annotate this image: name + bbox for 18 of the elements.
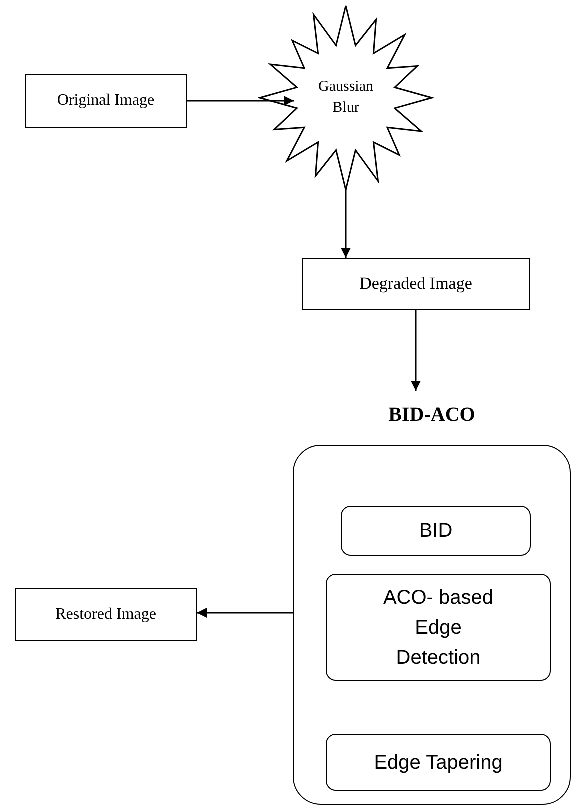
arrow: [341, 188, 351, 258]
process-box: [15, 588, 197, 641]
process-box: [302, 258, 530, 310]
node-label: BID: [418, 519, 454, 544]
node-label: Original Image: [56, 91, 156, 111]
group-heading: BID-ACO: [388, 403, 476, 428]
node-label: ACO- based Edge Detection: [382, 586, 495, 670]
arrow: [411, 310, 421, 391]
arrow: [187, 96, 294, 106]
process-box: [341, 506, 531, 556]
node-label: Degraded Image: [358, 273, 474, 296]
process-box: [326, 574, 551, 681]
node-label: Edge Tapering: [373, 750, 504, 776]
arrow: [197, 608, 293, 618]
process-box: [25, 74, 187, 128]
node-label: Restored Image: [54, 604, 158, 624]
node-label: Gaussian Blur: [318, 78, 374, 118]
process-box: [326, 734, 551, 791]
